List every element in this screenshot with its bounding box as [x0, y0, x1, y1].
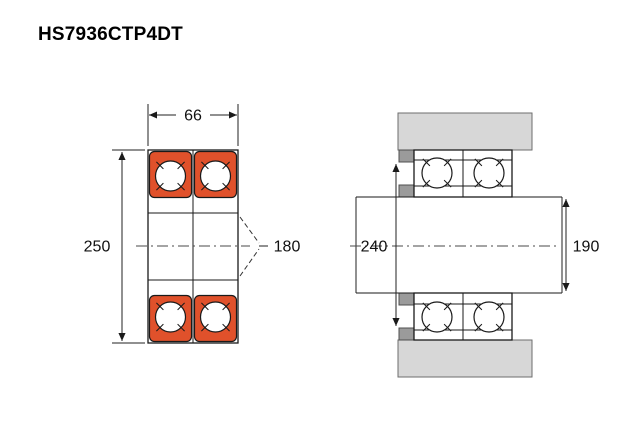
leader-line — [239, 216, 260, 244]
dim-bore-diameter: 180 — [239, 216, 301, 277]
shaft — [355, 196, 563, 294]
housing-bottom — [397, 339, 533, 378]
housing-shoulder-spacer-bottom — [398, 327, 415, 341]
housing-top — [397, 112, 533, 151]
dim-housing-shoulder-label: 240 — [361, 239, 388, 256]
dim-outer-diameter-label: 250 — [84, 239, 111, 256]
dim-width: 66 — [147, 104, 239, 146]
dim-shaft-shoulder-label: 190 — [573, 239, 600, 256]
ball-bottom-left — [154, 301, 187, 333]
dim-width-label: 66 — [184, 108, 202, 125]
dim-shaft-shoulder: 190 — [562, 199, 600, 291]
ball-bottom-right — [199, 301, 232, 333]
ball-top-right — [473, 157, 505, 189]
mounted-view: 240 190 — [350, 112, 600, 378]
ball-top-left — [154, 160, 187, 192]
shaft-shoulder-spacer-bottom — [398, 292, 415, 306]
housing-shoulder-spacer-top — [398, 149, 415, 163]
shaft-shoulder-spacer-top — [398, 184, 415, 198]
cross-section-view: 66 250 180 — [84, 104, 301, 344]
dim-housing-shoulder: 240 — [361, 164, 400, 326]
ball-bottom-left — [421, 301, 453, 333]
dim-outer-diameter: 250 — [84, 149, 145, 344]
ball-top-left — [421, 157, 453, 189]
ball-bottom-right — [473, 301, 505, 333]
shaft-body — [356, 197, 562, 293]
leader-line — [239, 248, 260, 277]
dim-bore-diameter-label: 180 — [274, 239, 301, 256]
part-number-title: HS7936CTP4DT — [38, 24, 183, 45]
ball-top-right — [199, 160, 232, 192]
